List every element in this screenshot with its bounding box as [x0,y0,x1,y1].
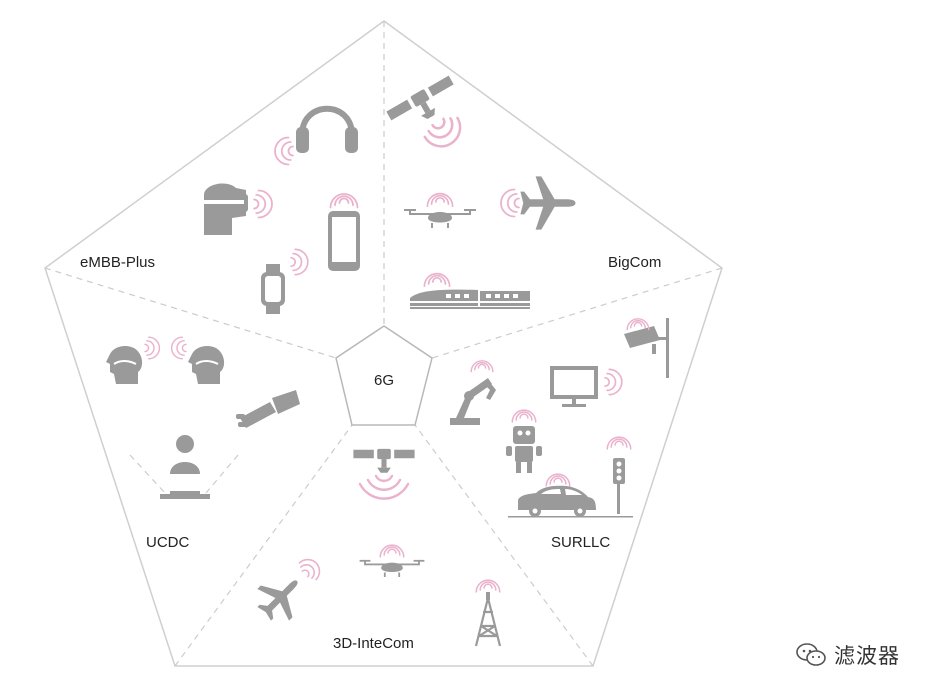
sector-label-bigcom: BigCom [608,254,661,271]
bigcom-icons [385,74,576,309]
3d-intecom-icons [248,448,502,647]
signal-waves-icon [626,318,650,331]
signal-waves-icon [423,272,451,288]
signal-waves-icon [500,188,520,218]
satellite-icon [385,74,463,136]
sector-label-surllc: SURLLC [551,534,610,551]
signal-waves-icon [604,368,623,396]
pentagon-outline [44,20,723,667]
sector-label-3d-intecom: 3D-InteCom [333,635,414,652]
hand-icon [236,390,300,428]
car-icon [508,473,633,518]
cell-tower-icon [474,579,502,647]
high-speed-train-icon [410,272,530,309]
airplane-icon [520,176,576,230]
signal-waves-icon [144,336,161,360]
traffic-light-icon [606,436,632,514]
signal-waves-icon [290,248,309,276]
embb-plus-icons [200,105,360,314]
signal-waves-icon [545,473,571,487]
head-profile-icon [105,345,144,385]
drone-icon [359,559,425,577]
vr-headset-icon [200,183,273,235]
signal-waves-icon [511,409,537,423]
robot-icon [506,409,542,473]
surllc-icons [450,318,669,518]
signal-waves-icon [379,544,405,558]
watermark-text: 滤波器 [834,644,900,668]
headphones-icon [274,105,358,166]
signal-waves-icon [420,111,469,155]
smartwatch-icon [261,248,309,314]
airplane-icon [248,565,313,630]
signal-waves-icon [295,553,326,584]
sector-dividers [44,21,723,667]
signal-waves-icon [358,474,410,500]
signal-waves-icon [253,189,273,219]
security-camera-icon [624,318,669,378]
drone-icon [404,209,476,228]
signal-waves-icon [470,360,494,373]
signal-waves-icon [274,136,294,166]
signal-waves-icon [426,192,454,208]
sector-label-embb-plus: eMBB-Plus [80,254,155,271]
smartphone-icon [328,193,360,271]
robot-arm-icon [450,360,496,425]
satellite-icon [353,448,415,473]
signal-waves-icon [475,579,501,593]
sector-label-ucdc: UCDC [146,534,189,551]
center-pentagon [335,325,433,426]
hologram-person-icon [160,435,210,499]
monitor-icon [550,366,623,407]
signal-waves-icon [606,436,632,450]
head-profile-icon [187,345,226,385]
center-label: 6G [374,372,394,389]
signal-waves-icon [329,193,359,209]
signal-waves-icon [170,336,187,360]
ucdc-icons [105,336,300,499]
watermark: 滤波器 [796,640,900,670]
wechat-icon [796,643,826,666]
